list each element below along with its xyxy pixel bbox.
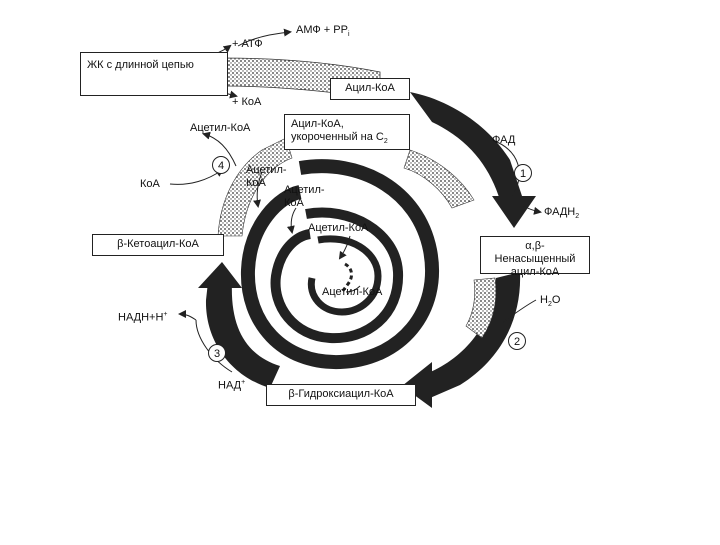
acetyl-coa-spiral-2-text: Ацетил-КоА xyxy=(284,184,325,209)
fad-label: ФАД xyxy=(492,134,515,147)
atp-label: + АТФ xyxy=(232,38,263,51)
amp-ppi-text: АМФ + PP xyxy=(296,24,348,36)
acyl-coa-shortened-label: Ацил-КоА, укороченный на С xyxy=(291,118,384,143)
acetyl-coa-out-label: Ацетил-КоА xyxy=(190,122,250,135)
acyl-coa-box: Ацил-КоА xyxy=(330,78,410,100)
fadh2-label: ФАДН2 xyxy=(544,206,579,223)
long-chain-fa-box: ЖК с длинной цепью xyxy=(80,52,228,96)
outer-arrowhead-step1 xyxy=(492,196,536,228)
amp-ppi-sub: i xyxy=(348,31,350,38)
fadh2-sub: 2 xyxy=(575,213,579,220)
fadh2-text: ФАДН xyxy=(544,206,575,218)
acyl-coa-shortened-box: Ацил-КоА, укороченный на С2 xyxy=(284,114,410,150)
long-chain-fa-label: ЖК с длинной цепью xyxy=(87,59,194,71)
acetyl-coa-spiral-4: Ацетил-КоА xyxy=(322,286,382,299)
nadh-sup: + xyxy=(163,311,167,318)
coa-step4-arrow xyxy=(170,170,222,184)
amp-ppi-label: АМФ + PPi xyxy=(296,24,350,41)
nad-sup: + xyxy=(241,379,245,386)
nadh-text: НАДН+H xyxy=(118,312,163,324)
enoyl-coa-label: α,β-Ненасыщенный ацил-КоА xyxy=(495,240,576,278)
acetyl-coa-spiral-2: Ацетил-КоА xyxy=(284,184,336,210)
step-4-badge: 4 xyxy=(212,156,230,174)
outer-arc-step2 xyxy=(426,272,520,398)
h2o-label: H2O xyxy=(540,294,560,311)
hydroxyacyl-coa-label: β-Гидроксиацил-КоА xyxy=(288,388,393,400)
step-3-badge: 3 xyxy=(208,344,226,362)
hydroxyacyl-coa-box: β-Гидроксиацил-КоА xyxy=(266,384,416,406)
acetyl-coa-spiral-1-text: Ацетил-КоА xyxy=(246,164,287,189)
nadh-label: НАДН+H+ xyxy=(118,308,168,325)
nadh-arrow xyxy=(180,314,196,320)
h2o-h: H xyxy=(540,294,548,306)
outer-arrowhead-step3 xyxy=(198,262,242,288)
nad-label: НАД+ xyxy=(218,376,245,393)
c2-subscript: 2 xyxy=(384,138,388,145)
step-1-badge: 1 xyxy=(514,164,532,182)
h2o-o: O xyxy=(552,294,561,306)
ketoacyl-coa-label: β-Кетоацил-КоА xyxy=(117,238,199,250)
step-2-badge: 2 xyxy=(508,332,526,350)
coa-step4-label: КоА xyxy=(140,178,160,191)
enoyl-coa-box: α,β-Ненасыщенный ацил-КоА xyxy=(480,236,590,274)
acetyl-spiral-arrow-2 xyxy=(291,208,296,232)
ketoacyl-coa-box: β-Кетоацил-КоА xyxy=(92,234,224,256)
stipple-seg-1 xyxy=(404,150,474,208)
acyl-coa-label: Ацил-КоА xyxy=(345,82,395,94)
coa-in-label: + КоА xyxy=(232,96,261,109)
nad-text: НАД xyxy=(218,380,241,392)
acetyl-coa-spiral-3: Ацетил-КоА xyxy=(308,222,368,235)
